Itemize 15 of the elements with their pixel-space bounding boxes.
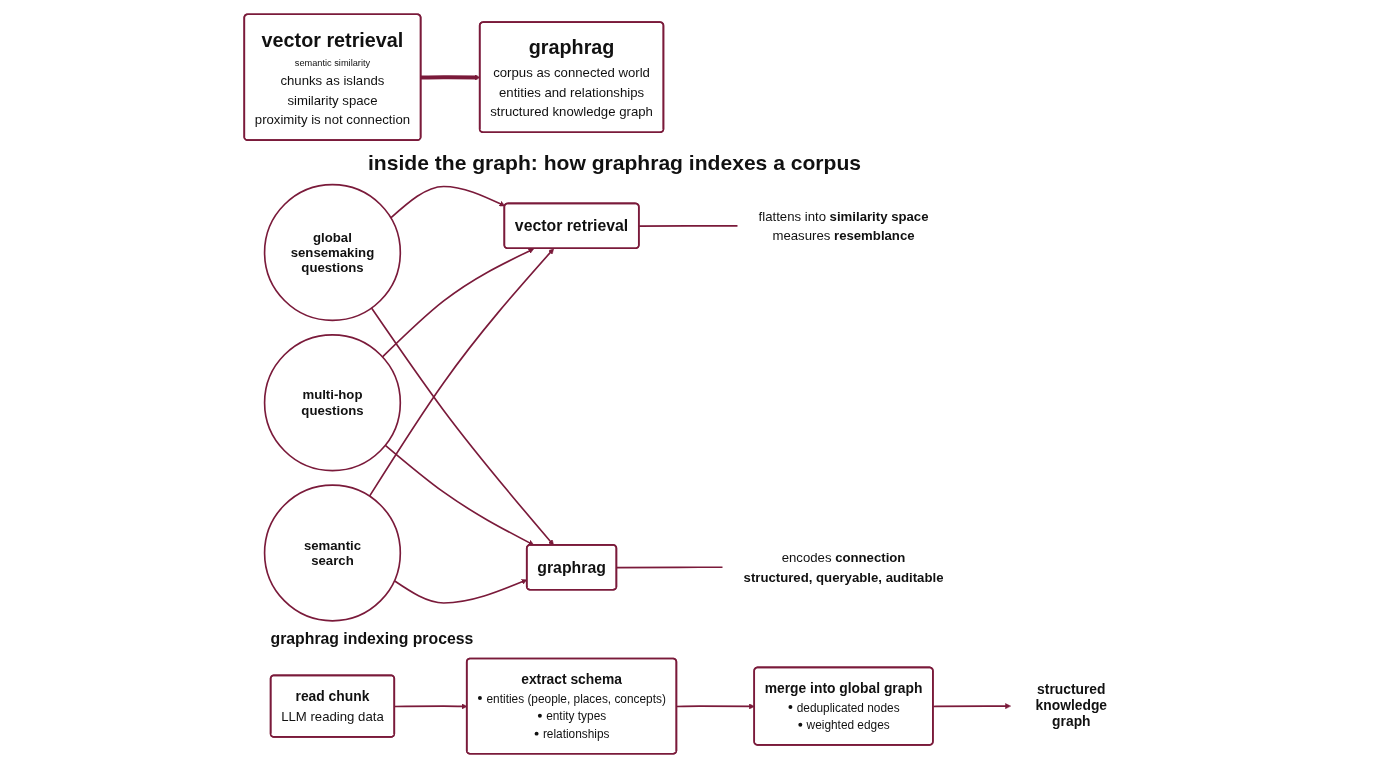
arrow <box>384 444 534 546</box>
section-title: inside the graph: how graphrag indexes a corpus <box>367 149 862 176</box>
node-circle: global sensemaking questions <box>263 183 402 322</box>
node-circle: multi-hop questions <box>263 334 402 472</box>
arrow <box>389 185 506 219</box>
arrow <box>370 307 554 546</box>
connector <box>638 225 739 227</box>
node-circle: semantic search <box>263 484 402 622</box>
arrow <box>932 703 1011 709</box>
arrow <box>381 248 534 358</box>
node-text: structured knowledge graph <box>1035 681 1107 729</box>
node-text: flattens into similarity space measures resemblance <box>758 208 929 243</box>
arrow <box>368 248 554 497</box>
node-text: encodes connection structured, queryable, auditable <box>743 550 944 585</box>
process-heading: graphrag indexing process <box>270 630 474 650</box>
